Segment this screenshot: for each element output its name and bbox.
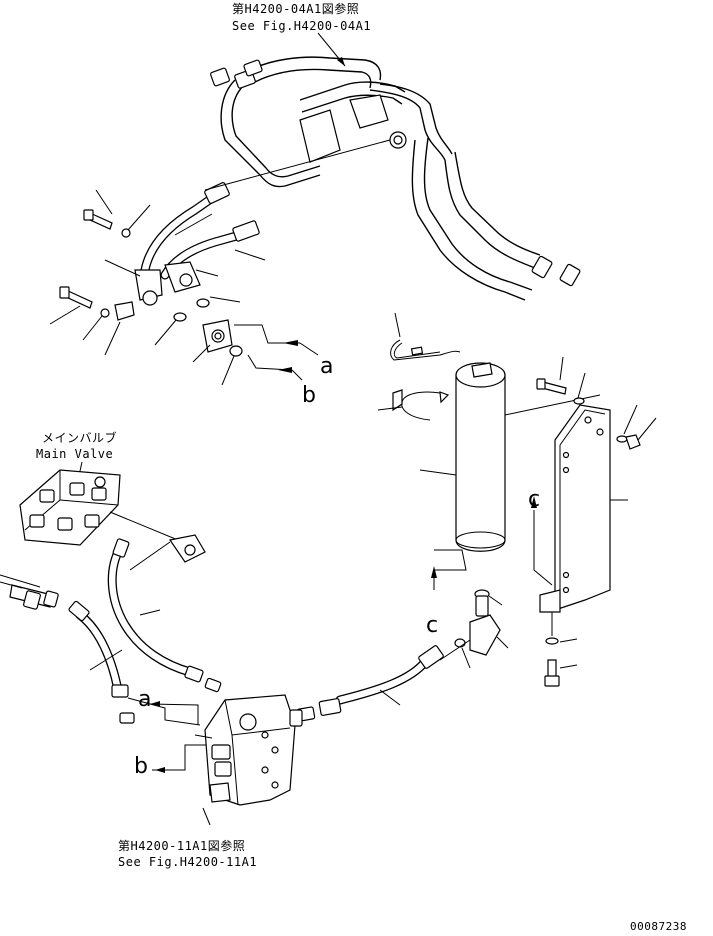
label-c-right: c [528, 487, 540, 512]
mounting-bracket [536, 356, 657, 687]
ref-bottom-jp: 第H4200-11A1図参照 [118, 838, 245, 853]
upper-leaders [49, 139, 391, 386]
flow-marker-c-left: c [426, 549, 467, 638]
left-fitting [0, 574, 59, 610]
flow-marker-upper: a b [234, 324, 333, 408]
flow-marker-lower: a b [134, 687, 212, 779]
label-b-upper: b [302, 383, 316, 408]
label-a-upper: a [320, 354, 333, 379]
elbow-fitting-lower [454, 595, 509, 669]
valve-fitting [129, 534, 206, 571]
ref-top-en: See Fig.H4200-04A1 [232, 19, 371, 33]
pipe-assembly-top [210, 56, 581, 301]
ref-top-arrowhead [337, 57, 345, 66]
receiver-tank [377, 312, 601, 552]
label-a-lower: a [138, 687, 151, 712]
upper-fasteners [59, 209, 243, 357]
main-valve-jp: メインバルブ [42, 430, 117, 445]
ref-top-jp: 第H4200-04A1図参照 [232, 1, 359, 16]
upper-hose-group [134, 182, 260, 306]
flow-marker-c-right: c [528, 487, 553, 586]
lower-right-hose [296, 639, 471, 722]
lower-valve-block [194, 694, 303, 826]
label-c-left: c [426, 613, 438, 638]
main-valve [19, 469, 191, 546]
main-valve-en: Main Valve [36, 447, 113, 461]
ref-bottom-en: See Fig.H4200-11A1 [118, 855, 257, 869]
drawing-number: 00087238 [630, 920, 687, 933]
lower-left-hoses [68, 538, 222, 726]
label-b-lower: b [134, 754, 148, 779]
